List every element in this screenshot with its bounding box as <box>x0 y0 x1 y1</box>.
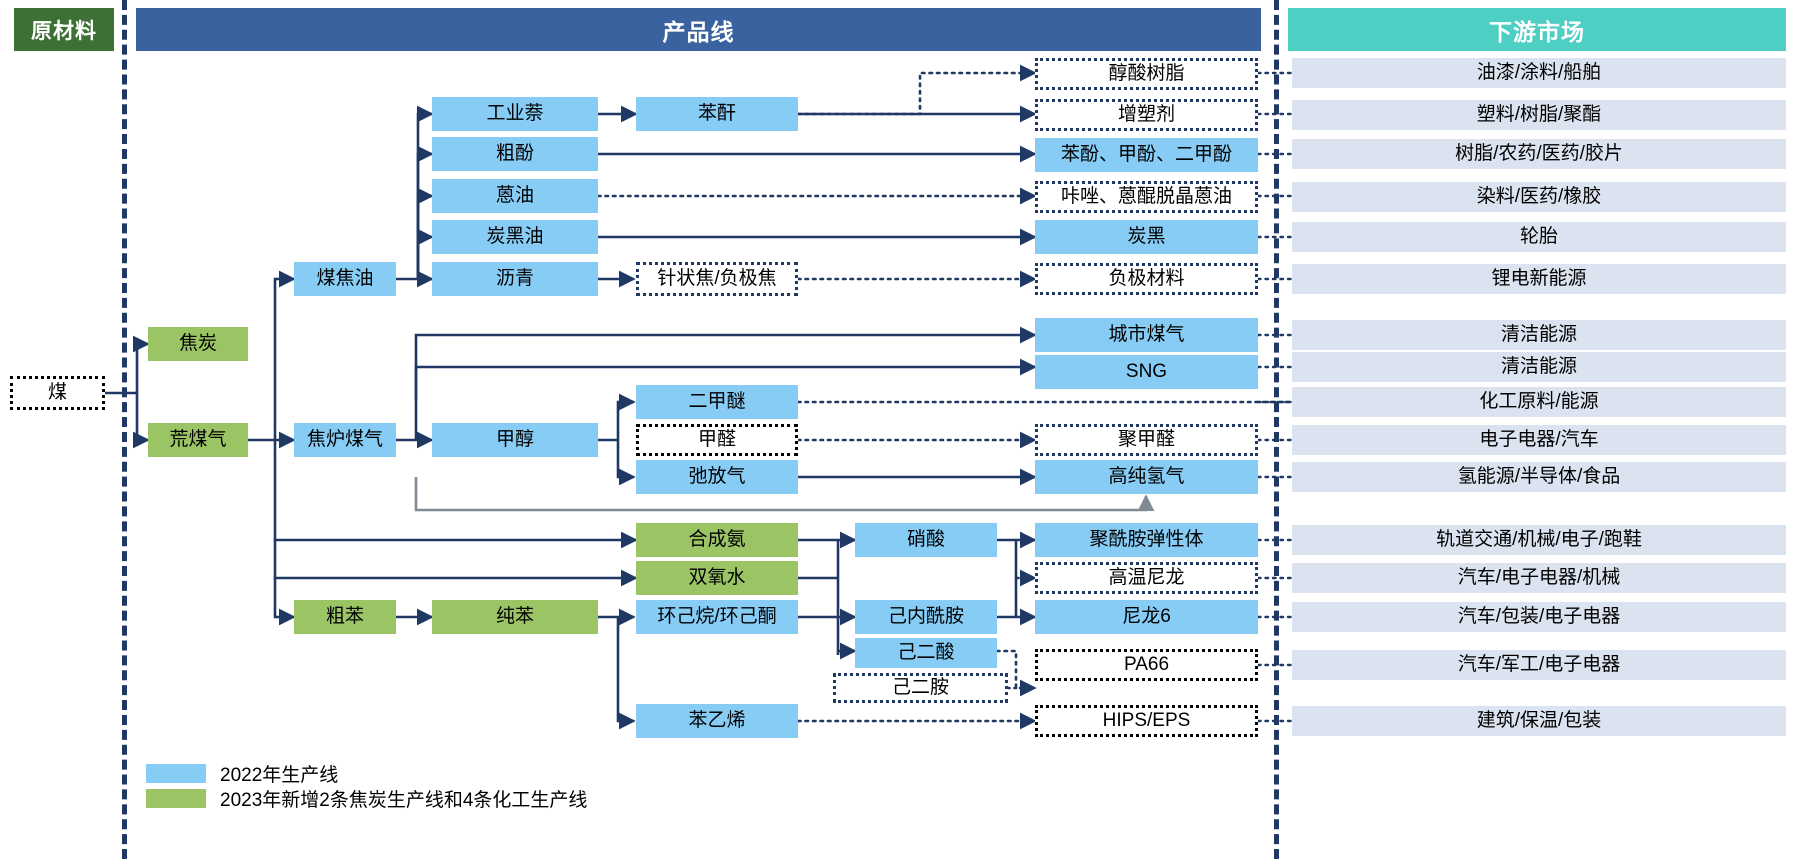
market-cell: 锂电新能源 <box>1292 264 1786 294</box>
node-dme[interactable]: 二甲醚 <box>636 385 798 419</box>
node-pure-benzene[interactable]: 纯苯 <box>432 600 598 634</box>
node-formaldehyde[interactable]: 甲醛 <box>636 424 798 456</box>
node-industrial-naphthalene[interactable]: 工业萘 <box>432 97 598 131</box>
market-cell: 汽车/电子电器/机械 <box>1292 563 1786 593</box>
node-synthetic-ammonia[interactable]: 合成氨 <box>636 523 798 557</box>
node-hydrogen-peroxide[interactable]: 双氧水 <box>636 561 798 595</box>
node-adipic-acid[interactable]: 己二酸 <box>855 638 997 668</box>
node-pitch[interactable]: 沥青 <box>432 262 598 296</box>
node-phthalic-anhydride[interactable]: 苯酐 <box>636 97 798 131</box>
legend-item: 2022年生产线 <box>146 762 587 786</box>
market-cell: 油漆/涂料/船舶 <box>1292 58 1786 88</box>
node-anthracene-oil[interactable]: 蒽油 <box>432 179 598 213</box>
market-cell: 清洁能源 <box>1292 352 1786 382</box>
node-needle-coke[interactable]: 针状焦/负极焦 <box>636 262 798 296</box>
node-styrene[interactable]: 苯乙烯 <box>636 704 798 738</box>
node-raw-gas[interactable]: 荒煤气 <box>148 423 248 457</box>
node-coal[interactable]: 煤 <box>10 376 105 410</box>
node-carbazole[interactable]: 咔唑、蒽醌脱晶蒽油 <box>1035 181 1258 213</box>
market-cell: 轨道交通/机械/电子/跑鞋 <box>1292 525 1786 555</box>
legend-swatch-2023 <box>146 788 206 808</box>
market-cell: 汽车/军工/电子电器 <box>1292 650 1786 680</box>
node-sng[interactable]: SNG <box>1035 355 1258 389</box>
node-phenols[interactable]: 苯酚、甲酚、二甲酚 <box>1035 138 1258 172</box>
node-pa66[interactable]: PA66 <box>1035 649 1258 681</box>
market-cell: 氢能源/半导体/食品 <box>1292 462 1786 492</box>
header-downstream-market: 下游市场 <box>1288 8 1786 51</box>
node-purge-gas[interactable]: 弛放气 <box>636 460 798 494</box>
node-carbon-black[interactable]: 炭黑 <box>1035 220 1258 254</box>
node-coke[interactable]: 焦炭 <box>148 327 248 361</box>
header-raw-materials: 原材料 <box>14 8 114 51</box>
legend-swatch-2022 <box>146 763 206 783</box>
market-cell: 轮胎 <box>1292 222 1786 252</box>
separator-raw-product <box>122 0 127 859</box>
market-cell: 化工原料/能源 <box>1292 387 1786 417</box>
node-crude-phenol[interactable]: 粗酚 <box>432 137 598 171</box>
node-hips-eps[interactable]: HIPS/EPS <box>1035 705 1258 737</box>
legend-label-2022: 2022年生产线 <box>220 764 339 786</box>
legend-label-2023: 2023年新增2条焦炭生产线和4条化工生产线 <box>220 789 588 811</box>
node-cyclohexane[interactable]: 环己烷/环己酮 <box>636 600 798 634</box>
separator-product-market <box>1274 0 1279 859</box>
node-pom[interactable]: 聚甲醛 <box>1035 424 1258 456</box>
node-plasticizer[interactable]: 增塑剂 <box>1035 99 1258 131</box>
market-cell: 染料/医药/橡胶 <box>1292 182 1786 212</box>
market-cell: 建筑/保温/包装 <box>1292 706 1786 736</box>
node-caprolactam[interactable]: 己内酰胺 <box>855 600 997 634</box>
node-polyamide-elastomer[interactable]: 聚酰胺弹性体 <box>1035 523 1258 557</box>
node-carbon-black-oil[interactable]: 炭黑油 <box>432 220 598 254</box>
node-coke-oven-gas[interactable]: 焦炉煤气 <box>294 423 396 457</box>
legend-item: 2023年新增2条焦炭生产线和4条化工生产线 <box>146 787 588 811</box>
node-hexamethylenediamine[interactable]: 己二胺 <box>833 673 1008 703</box>
node-crude-benzene[interactable]: 粗苯 <box>294 600 396 634</box>
node-nylon6[interactable]: 尼龙6 <box>1035 600 1258 634</box>
market-cell: 树脂/农药/医药/胶片 <box>1292 139 1786 169</box>
header-product-line: 产品线 <box>136 8 1261 51</box>
node-coal-tar[interactable]: 煤焦油 <box>294 262 396 296</box>
node-high-temp-nylon[interactable]: 高温尼龙 <box>1035 562 1258 594</box>
node-city-gas[interactable]: 城市煤气 <box>1035 318 1258 352</box>
node-high-purity-hydrogen[interactable]: 高纯氢气 <box>1035 460 1258 494</box>
market-cell: 清洁能源 <box>1292 320 1786 350</box>
market-cell: 电子电器/汽车 <box>1292 425 1786 455</box>
node-nitric-acid[interactable]: 硝酸 <box>855 523 997 557</box>
market-cell: 汽车/包装/电子电器 <box>1292 602 1786 632</box>
node-methanol[interactable]: 甲醇 <box>432 423 598 457</box>
node-anode-material[interactable]: 负极材料 <box>1035 263 1258 295</box>
legend: 2022年生产线 2023年新增2条焦炭生产线和4条化工生产线 <box>146 762 587 812</box>
market-cell: 塑料/树脂/聚酯 <box>1292 100 1786 130</box>
node-alkyd-resin[interactable]: 醇酸树脂 <box>1035 58 1258 90</box>
